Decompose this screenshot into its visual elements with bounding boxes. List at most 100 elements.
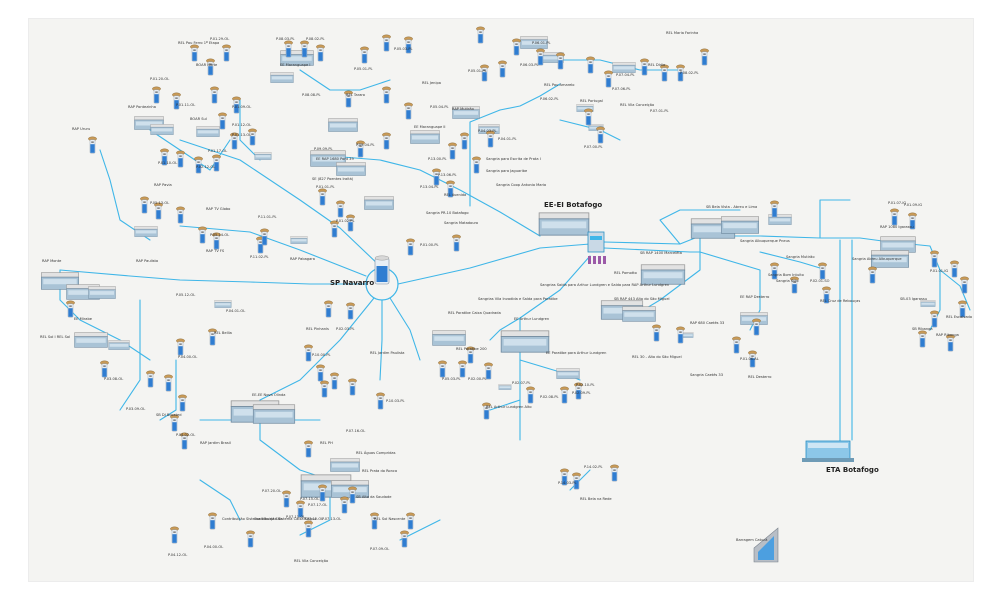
- reservoir-icon[interactable]: [328, 118, 358, 132]
- well-icon[interactable]: [752, 318, 761, 336]
- well-icon[interactable]: [930, 310, 939, 328]
- well-icon[interactable]: [382, 86, 391, 104]
- well-icon[interactable]: [206, 58, 215, 76]
- well-icon[interactable]: [818, 262, 827, 280]
- reservoir-icon[interactable]: [150, 124, 174, 135]
- reservoir-icon[interactable]: [432, 330, 466, 346]
- well-icon[interactable]: [370, 512, 379, 530]
- well-icon[interactable]: [346, 302, 355, 320]
- well-icon[interactable]: [584, 108, 593, 126]
- well-icon[interactable]: [316, 364, 325, 382]
- well-icon[interactable]: [452, 234, 461, 252]
- reservoir-icon[interactable]: [88, 286, 116, 299]
- well-icon[interactable]: [320, 380, 329, 398]
- well-icon[interactable]: [610, 464, 619, 482]
- well-icon[interactable]: [376, 392, 385, 410]
- well-icon[interactable]: [486, 130, 495, 148]
- reservoir-icon[interactable]: [720, 216, 760, 234]
- well-icon[interactable]: [868, 266, 877, 284]
- well-icon[interactable]: [222, 44, 231, 62]
- well-icon[interactable]: [170, 414, 179, 432]
- reservoir-icon[interactable]: [74, 332, 108, 348]
- reservoir-icon[interactable]: [330, 458, 360, 472]
- well-icon[interactable]: [890, 208, 899, 226]
- reservoir-icon[interactable]: [290, 236, 308, 244]
- well-icon[interactable]: [190, 44, 199, 62]
- well-icon[interactable]: [318, 188, 327, 206]
- reservoir-icon[interactable]: [336, 162, 366, 176]
- well-icon[interactable]: [198, 226, 207, 244]
- well-icon[interactable]: [176, 338, 185, 356]
- well-icon[interactable]: [210, 86, 219, 104]
- well-icon[interactable]: [480, 64, 489, 82]
- well-icon[interactable]: [248, 128, 257, 146]
- well-icon[interactable]: [246, 530, 255, 548]
- well-icon[interactable]: [526, 386, 535, 404]
- ee-botafogo-station[interactable]: EE-EI Botafogo: [538, 201, 606, 264]
- well-icon[interactable]: [498, 60, 507, 78]
- well-icon[interactable]: [304, 440, 313, 458]
- well-icon[interactable]: [176, 150, 185, 168]
- reservoir-icon[interactable]: [364, 196, 394, 210]
- reservoir-icon[interactable]: [252, 404, 296, 424]
- well-icon[interactable]: [640, 58, 649, 76]
- well-icon[interactable]: [382, 132, 391, 150]
- well-icon[interactable]: [918, 330, 927, 348]
- reservoir-icon[interactable]: [556, 368, 580, 379]
- well-icon[interactable]: [152, 86, 161, 104]
- reservoir-icon[interactable]: [254, 152, 272, 160]
- reservoir-icon[interactable]: [920, 300, 936, 307]
- well-icon[interactable]: [348, 378, 357, 396]
- reservoir-icon[interactable]: [500, 330, 550, 353]
- well-icon[interactable]: [282, 490, 291, 508]
- well-icon[interactable]: [458, 360, 467, 378]
- well-icon[interactable]: [208, 512, 217, 530]
- reservoir-icon[interactable]: [612, 62, 636, 73]
- well-icon[interactable]: [324, 300, 333, 318]
- well-icon[interactable]: [512, 38, 521, 56]
- well-icon[interactable]: [946, 334, 955, 352]
- well-icon[interactable]: [140, 196, 149, 214]
- well-icon[interactable]: [700, 48, 709, 66]
- well-icon[interactable]: [346, 214, 355, 232]
- reservoir-icon[interactable]: [640, 264, 686, 285]
- well-icon[interactable]: [170, 526, 179, 544]
- well-icon[interactable]: [460, 132, 469, 150]
- reservoir-icon[interactable]: [410, 130, 440, 144]
- well-icon[interactable]: [596, 126, 605, 144]
- reservoir-icon[interactable]: [498, 384, 512, 390]
- well-icon[interactable]: [604, 70, 613, 88]
- well-icon[interactable]: [218, 112, 227, 130]
- well-icon[interactable]: [66, 300, 75, 318]
- well-icon[interactable]: [88, 136, 97, 154]
- well-icon[interactable]: [406, 238, 415, 256]
- reservoir-icon[interactable]: [880, 236, 916, 253]
- well-icon[interactable]: [360, 46, 369, 64]
- eta-botafogo-building[interactable]: ETA Botafogo: [802, 440, 879, 474]
- well-icon[interactable]: [330, 220, 339, 238]
- well-icon[interactable]: [476, 26, 485, 44]
- sp-navarro-hub[interactable]: SP Navarro: [330, 255, 399, 301]
- well-icon[interactable]: [316, 44, 325, 62]
- well-icon[interactable]: [164, 374, 173, 392]
- reservoir-icon[interactable]: [196, 126, 220, 137]
- reservoir-icon[interactable]: [134, 226, 158, 237]
- well-icon[interactable]: [404, 102, 413, 120]
- reservoir-icon[interactable]: [214, 300, 232, 308]
- well-icon[interactable]: [146, 370, 155, 388]
- well-icon[interactable]: [660, 64, 669, 82]
- barragem-dam[interactable]: Barragem Catucá: [736, 527, 779, 563]
- well-icon[interactable]: [382, 34, 391, 52]
- well-icon[interactable]: [176, 206, 185, 224]
- well-icon[interactable]: [154, 202, 163, 220]
- well-icon[interactable]: [950, 260, 959, 278]
- well-icon[interactable]: [448, 142, 457, 160]
- well-icon[interactable]: [406, 512, 415, 530]
- well-icon[interactable]: [100, 360, 109, 378]
- reservoir-icon[interactable]: [270, 72, 294, 83]
- well-icon[interactable]: [560, 386, 569, 404]
- well-icon[interactable]: [586, 56, 595, 74]
- well-icon[interactable]: [438, 360, 447, 378]
- well-icon[interactable]: [178, 394, 187, 412]
- well-icon[interactable]: [340, 496, 349, 514]
